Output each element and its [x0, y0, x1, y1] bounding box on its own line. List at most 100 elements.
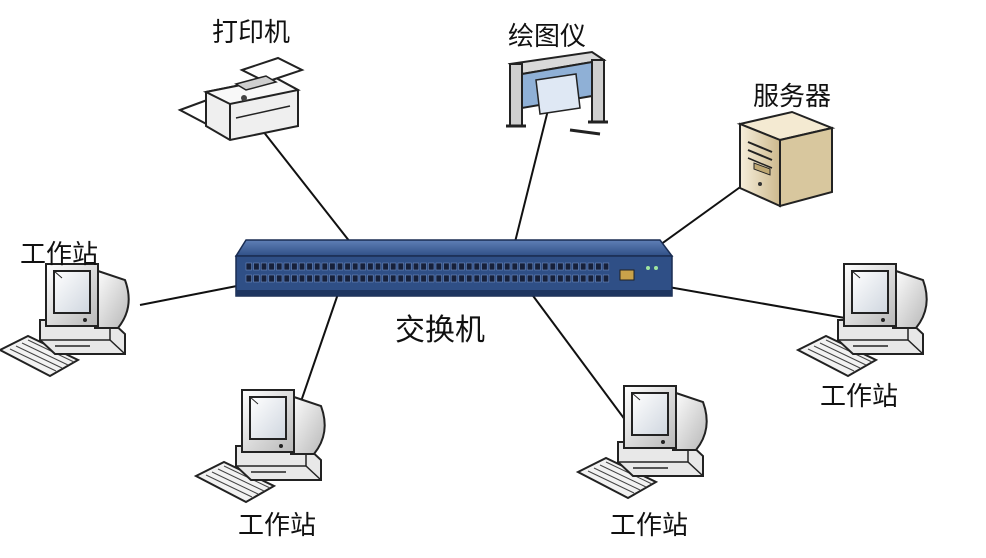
switch-port: [283, 262, 290, 271]
switch-port: [420, 262, 427, 271]
switch-port: [557, 262, 564, 271]
switch-port: [253, 262, 260, 271]
switch-port: [443, 274, 450, 283]
switch-port: [481, 262, 488, 271]
switch-port: [329, 262, 336, 271]
switch-port: [587, 262, 594, 271]
switch-port: [602, 262, 610, 271]
switch-port: [412, 274, 420, 283]
plotter-icon: [506, 50, 608, 136]
switch-icon: [234, 239, 674, 297]
switch-port: [306, 262, 313, 271]
switch-port: [534, 262, 541, 271]
switch-port: [488, 262, 496, 271]
switch-port: [572, 262, 579, 271]
switch-port: [359, 274, 366, 283]
switch-ports: [245, 262, 610, 283]
switch-port: [344, 274, 351, 283]
switch-port: [336, 274, 344, 283]
plotter-label: 绘图仪: [508, 22, 587, 52]
switch-port: [488, 274, 496, 283]
switch-port: [260, 262, 268, 271]
switch-port: [344, 262, 351, 271]
switch-port: [374, 274, 382, 283]
switch-port: [542, 274, 549, 283]
switch-port: [587, 274, 594, 283]
switch-port: [291, 262, 298, 271]
printer-label: 打印机: [212, 18, 291, 48]
switch-port: [276, 274, 283, 283]
server-label: 服务器: [753, 82, 832, 112]
switch-port: [314, 262, 321, 271]
server-icon: [736, 110, 836, 208]
switch-port: [298, 274, 306, 283]
switch-port: [367, 262, 374, 271]
switch-port: [321, 274, 328, 283]
switch-port: [412, 262, 420, 271]
switch-port: [306, 274, 313, 283]
printer-icon: [177, 56, 305, 142]
switch-port: [526, 274, 534, 283]
switch-port: [481, 274, 488, 283]
switch-port: [329, 274, 336, 283]
switch-port: [473, 262, 480, 271]
switch-port: [420, 274, 427, 283]
switch-port: [435, 262, 442, 271]
switch-label: 交换机: [395, 313, 485, 348]
switch-port: [367, 274, 374, 283]
switch-port: [352, 274, 359, 283]
switch-port: [450, 262, 458, 271]
switch-port: [526, 262, 534, 271]
workstation-right-icon: [797, 263, 928, 377]
switch-port: [511, 262, 518, 271]
switch-port: [580, 274, 587, 283]
switch-port: [321, 262, 328, 271]
switch-port: [549, 274, 556, 283]
switch-port: [245, 274, 252, 283]
switch-port: [253, 274, 260, 283]
switch-port: [245, 262, 252, 271]
switch-port: [314, 274, 321, 283]
switch-port: [519, 262, 526, 271]
switch-port: [466, 262, 473, 271]
switch-port: [580, 262, 587, 271]
switch-port: [435, 274, 442, 283]
switch-port: [352, 262, 359, 271]
workstation-right-label: 工作站: [820, 382, 899, 412]
switch-port: [443, 262, 450, 271]
switch-port: [336, 262, 344, 271]
switch-port: [374, 262, 382, 271]
switch-port: [428, 262, 435, 271]
switch-port: [542, 262, 549, 271]
workstation-bottom-right-icon: [577, 385, 708, 499]
switch-port: [549, 262, 556, 271]
workstation-bottom-left-icon: [195, 389, 326, 503]
workstation-bottom-left-label: 工作站: [238, 511, 317, 541]
switch-port: [283, 274, 290, 283]
switch-port: [458, 262, 465, 271]
switch-port: [382, 262, 389, 271]
switch-port: [511, 274, 518, 283]
switch-port: [572, 274, 579, 283]
switch-port: [466, 274, 473, 283]
switch-port: [595, 274, 602, 283]
switch-port: [268, 274, 275, 283]
switch-port: [595, 262, 602, 271]
switch-port: [382, 274, 389, 283]
switch-port: [534, 274, 541, 283]
workstation-bottom-right-label: 工作站: [610, 511, 689, 541]
switch-port: [428, 274, 435, 283]
switch-port: [298, 262, 306, 271]
switch-port: [496, 262, 503, 271]
switch-port: [564, 262, 572, 271]
switch-port: [405, 274, 412, 283]
switch-port: [359, 262, 366, 271]
switch-port: [504, 262, 511, 271]
workstation-left-icon: [0, 263, 130, 377]
switch-port: [405, 262, 412, 271]
workstation-left-label: 工作站: [20, 240, 99, 270]
switch-port: [602, 274, 610, 283]
switch-port: [390, 262, 397, 271]
switch-port: [260, 274, 268, 283]
